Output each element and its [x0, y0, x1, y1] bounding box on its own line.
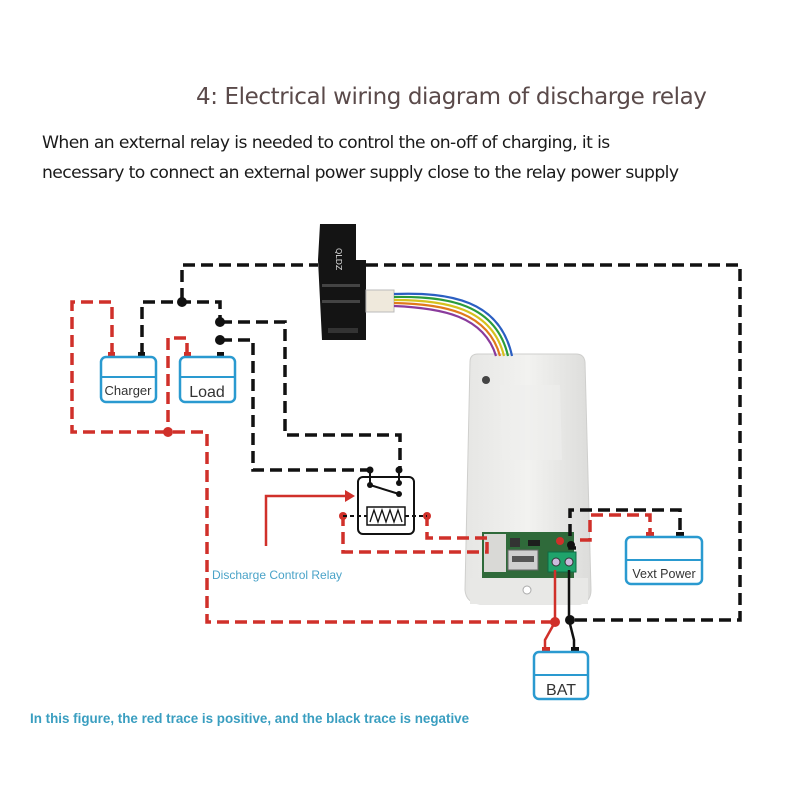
ribbon-cable: [393, 292, 514, 357]
positive-traces: [70, 300, 652, 624]
bat-label: BAT: [546, 682, 576, 699]
load-box: Load: [178, 352, 237, 404]
vext-power-box: Vext Power: [624, 532, 704, 586]
battery-leads: [543, 570, 576, 650]
description-line-2: necessary to connect an external power s…: [42, 163, 679, 183]
bat-box: BAT: [532, 647, 590, 701]
vext-power-label: Vext Power: [632, 567, 695, 581]
led-indicator: [482, 376, 490, 384]
load-label: Load: [189, 384, 225, 401]
monitor-module: [464, 353, 592, 605]
sensor-connector: [365, 289, 395, 313]
sensor-marking: QLDZ: [334, 248, 343, 271]
current-sensor: QLDZ: [318, 224, 395, 340]
legend-caption: In this figure, the red trace is positiv…: [30, 711, 470, 726]
charger-label: Charger: [105, 383, 153, 398]
relay-symbol: [343, 466, 427, 535]
relay-label: Discharge Control Relay: [212, 568, 342, 582]
relay-input-arrow: [264, 490, 355, 546]
diagram-description: When an external relay is needed to cont…: [42, 128, 679, 188]
charger-box: Charger: [99, 352, 158, 404]
negative-nodes: [177, 297, 575, 625]
diagram-title: 4: Electrical wiring diagram of discharg…: [196, 84, 707, 110]
description-line-1: When an external relay is needed to cont…: [42, 133, 610, 153]
terminal-block: [547, 551, 577, 573]
